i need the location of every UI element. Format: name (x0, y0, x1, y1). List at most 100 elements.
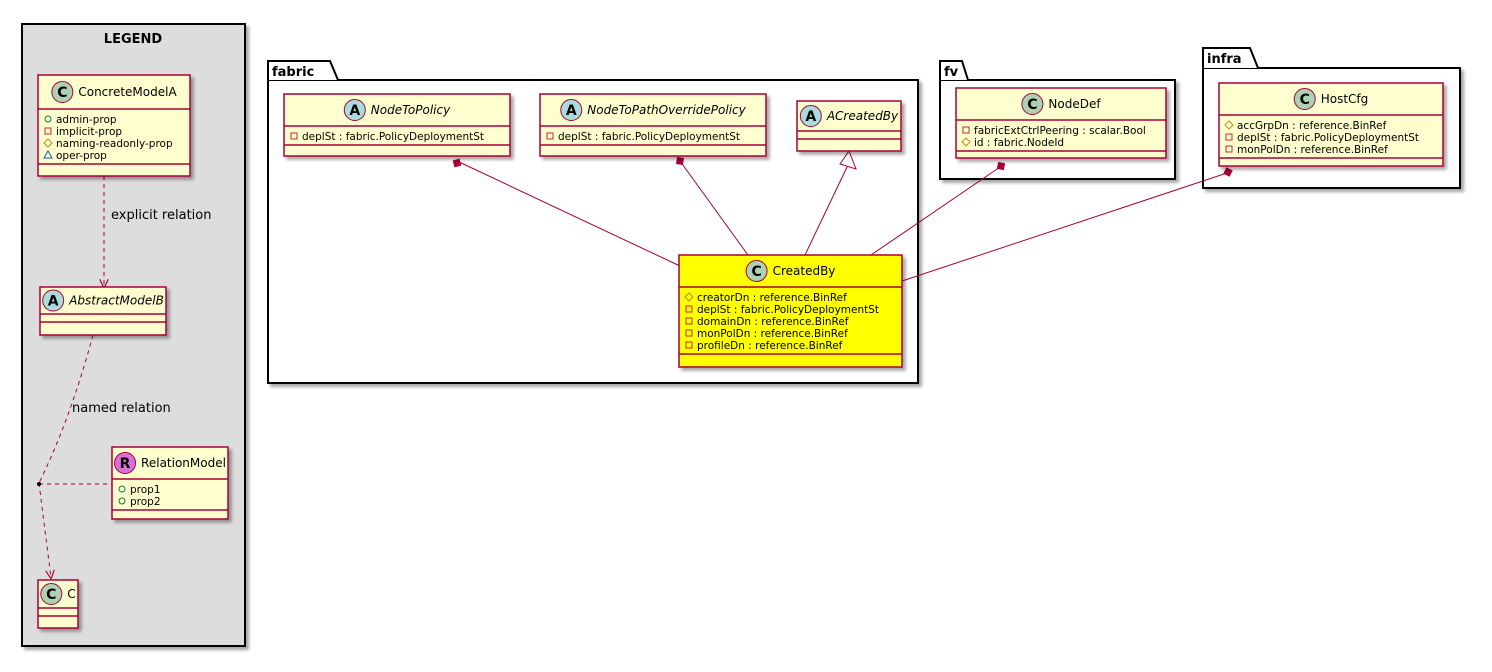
package-visibility-icon (43, 149, 53, 159)
stereotype-r-icon (114, 452, 137, 474)
private-visibility-icon (290, 132, 298, 140)
class-host-cfg-body (1218, 82, 1444, 167)
private-visibility-icon (685, 305, 693, 313)
stereotype-letter: C (1027, 97, 1037, 113)
package-infra-title: infra (1207, 52, 1242, 67)
diamond-nodedef (996, 161, 1006, 171)
attribute-text: deplSt : fabric.PolicyDeploymentSt (697, 304, 879, 316)
class-node-def-title: NodeDef (1048, 97, 1101, 111)
class-node-to-policy-title: NodeToPolicy (371, 103, 451, 117)
stereotype-a-icon (42, 289, 65, 312)
legend-abstract-model-b-title: AbstractModelB (68, 294, 164, 308)
class-node-def-body (955, 87, 1167, 159)
composition-edges (452, 149, 1233, 282)
attribute-text: prop1 (130, 484, 161, 496)
stereotype-a-icon (343, 99, 366, 121)
stereotype-c-icon (51, 81, 74, 103)
stereotype-letter: A (48, 294, 59, 310)
inheritance-triangle (839, 149, 857, 170)
private-visibility-icon (1225, 133, 1233, 141)
diamond-nodetopathoverridepolicy (675, 156, 685, 166)
attribute-text: implicit-prop (56, 126, 122, 138)
stereotype-c-icon (745, 260, 768, 282)
named-relation-edge (38, 334, 94, 484)
attribute-text: domainDn : reference.BinRef (697, 316, 849, 328)
attribute-text: deplSt : fabric.PolicyDeploymentSt (558, 131, 740, 143)
edge-hostcfg-createdby (901, 172, 1228, 282)
class-node-to-path-override-policy-title: NodeToPathOverridePolicy (587, 103, 746, 117)
class-acreated-by[interactable]: ACreatedBy A (796, 100, 902, 152)
edge-nodetopathoverridepolicy-createdby (679, 160, 749, 256)
class-boxes: ConcreteModelACadmin-propimplicit-propna… (37, 74, 1444, 629)
edge-nodedef-createdby (870, 166, 1001, 256)
legend-c-model-title: C (67, 587, 75, 601)
attribute-text: deplSt : fabric.PolicyDeploymentSt (302, 131, 484, 143)
protected-visibility-icon (684, 292, 694, 302)
public-visibility-icon (118, 485, 126, 493)
attribute-text: profileDn : reference.BinRef (697, 340, 843, 352)
stereotype-letter: C (57, 85, 67, 101)
public-visibility-icon (118, 497, 126, 505)
private-visibility-icon (962, 126, 970, 134)
protected-visibility-icon (1224, 120, 1234, 130)
protected-visibility-icon (43, 138, 53, 148)
attribute-text: monPolDn : reference.BinRef (1237, 144, 1388, 156)
named-relation-label: named relation (72, 401, 171, 416)
legend-c-model[interactable]: CC (37, 579, 79, 629)
class-created-by-body (678, 254, 903, 368)
private-visibility-icon (685, 329, 693, 337)
legend-relation-model-title: RelationModel (141, 456, 226, 470)
stereotype-letter: R (120, 456, 131, 472)
attribute-text: naming-readonly-prop (56, 138, 173, 150)
protected-visibility-icon (961, 137, 971, 147)
legend-abstract-model-b[interactable]: AbstractModelB A (39, 286, 167, 336)
class-acreated-by-title: ACreatedBy (826, 109, 899, 123)
package-fabric-title: fabric (272, 65, 314, 80)
stereotype-letter: C (1300, 92, 1310, 108)
attribute-text: admin-prop (56, 114, 117, 126)
stereotype-letter: A (349, 103, 360, 119)
class-host-cfg-title: HostCfg (1321, 92, 1369, 106)
relation-junction-dot (37, 482, 41, 486)
attribute-text: prop2 (130, 496, 161, 508)
private-visibility-icon (1225, 145, 1233, 153)
edge-acreatedby-createdby (804, 164, 849, 256)
private-visibility-icon (685, 317, 693, 325)
stereotype-letter: C (751, 264, 761, 280)
public-visibility-icon (44, 115, 52, 123)
diamond-nodetopolicy (452, 158, 462, 168)
edge-nodetopolicy-createdby (456, 160, 681, 267)
diamond-hostcfg (1223, 167, 1233, 177)
package-fv-title: fv (944, 65, 959, 80)
attribute-text: oper-prop (56, 150, 107, 162)
explicit-relation-label: explicit relation (111, 208, 211, 223)
private-visibility-icon (44, 127, 52, 135)
stereotype-letter: A (566, 103, 577, 119)
stereotype-letter: C (46, 587, 56, 603)
stereotype-c-icon (1021, 93, 1044, 115)
attribute-text: fabricExtCtrlPeering : scalar.Bool (974, 125, 1146, 137)
attribute-text: id : fabric.NodeId (974, 137, 1064, 149)
stereotype-a-icon (560, 99, 583, 121)
stereotype-c-icon (40, 583, 63, 605)
private-visibility-icon (546, 132, 554, 140)
legend-concrete-model-a-title: ConcreteModelA (78, 85, 177, 99)
legend-title: LEGEND (104, 32, 163, 47)
stereotype-letter: A (805, 109, 816, 125)
stereotype-c-icon (1293, 88, 1316, 110)
attribute-text: monPolDn : reference.BinRef (697, 328, 848, 340)
private-visibility-icon (685, 341, 693, 349)
attribute-text: creatorDn : reference.BinRef (697, 292, 847, 304)
class-created-by-title: CreatedBy (773, 264, 836, 278)
legend-concrete-model-a[interactable]: ConcreteModelA Cadmin-propimplicit-propna… (37, 74, 191, 177)
attribute-text: deplSt : fabric.PolicyDeploymentSt (1237, 132, 1419, 144)
legend-edges: explicit relation named relation (37, 176, 211, 578)
stereotype-a-icon (799, 105, 822, 127)
